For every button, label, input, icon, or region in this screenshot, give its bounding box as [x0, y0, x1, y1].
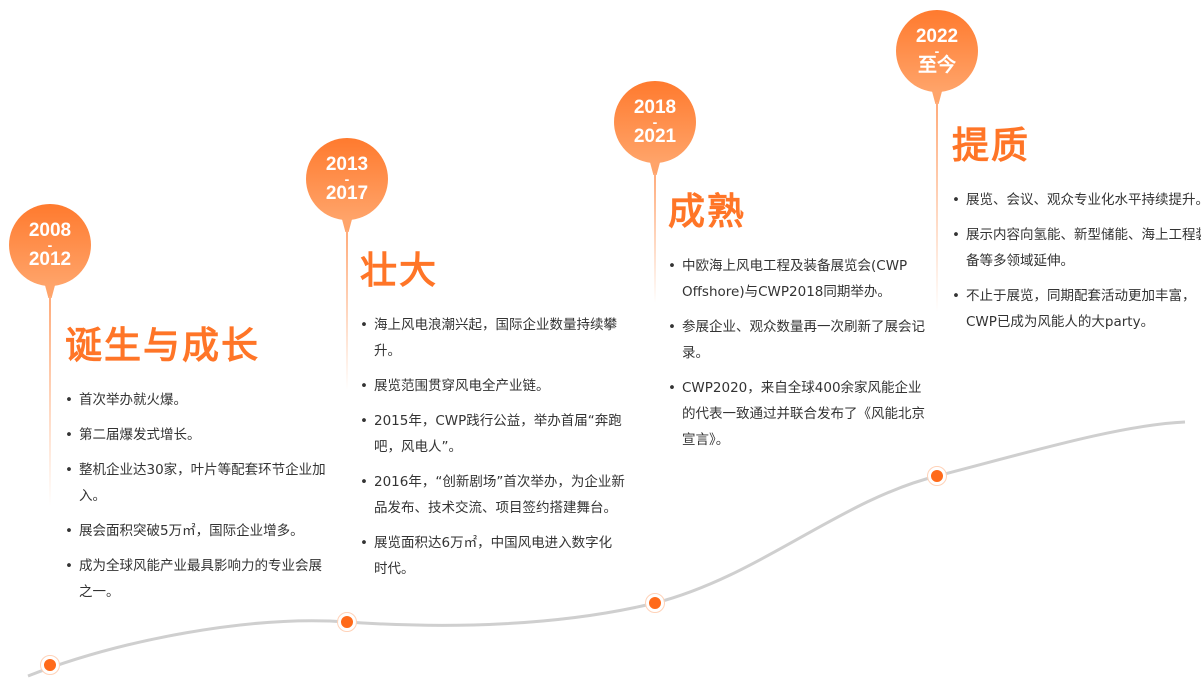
- year-dash: -: [652, 114, 658, 130]
- list-item: 成为全球风能产业最具影响力的专业会展之一。: [65, 553, 330, 605]
- stage-title: 壮大: [360, 249, 438, 292]
- pin-stem: [49, 296, 51, 506]
- year-end: 至今: [917, 55, 956, 76]
- year-end: 2017: [325, 183, 369, 204]
- list-item: 参展企业、观众数量再一次刷新了展会记录。: [668, 314, 933, 366]
- year-dash: -: [47, 237, 53, 253]
- list-item: 展览范围贯穿风电全产业链。: [360, 373, 625, 399]
- year-start: 2018: [633, 97, 677, 118]
- list-item: 展览面积达6万㎡，中国风电进入数字化时代。: [360, 530, 625, 582]
- year-start: 2013: [325, 154, 369, 175]
- pin-stem: [346, 230, 348, 390]
- stage-list: 中欧海上风电工程及装备展览会(CWP Offshore)与CWP2018同期举办…: [668, 253, 933, 453]
- pin-stem: [654, 173, 656, 303]
- stage-column-2: 壮大海上风电浪潮兴起，国际企业数量持续攀升。展览范围贯穿风电全产业链。 2015年…: [360, 240, 625, 591]
- stage-title: 提质: [952, 124, 1030, 167]
- year-pin-3: 2018 - 2021: [614, 81, 696, 303]
- year-badge: 2018 - 2021: [614, 81, 696, 163]
- stage-list: 首次举办就火爆。第二届爆发式增长。整机企业达30家，叶片等配套环节企业加入。展会…: [65, 387, 330, 605]
- list-item: 第二届爆发式增长。: [65, 422, 330, 448]
- stage-column-3: 成熟中欧海上风电工程及装备展览会(CWP Offshore)与CWP2018同期…: [668, 181, 933, 462]
- list-item: 中欧海上风电工程及装备展览会(CWP Offshore)与CWP2018同期举办…: [668, 253, 933, 305]
- stage-column-4: 提质展览、会议、观众专业化水平持续提升。展示内容向氢能、新型储能、海上工程装备等…: [952, 115, 1201, 344]
- year-pin-2: 2013 - 2017: [306, 138, 388, 390]
- year-dash: -: [934, 43, 940, 59]
- list-item: 展示内容向氢能、新型储能、海上工程装备等多领域延伸。: [952, 222, 1201, 274]
- stage-list: 海上风电浪潮兴起，国际企业数量持续攀升。展览范围贯穿风电全产业链。 2015年，C…: [360, 312, 625, 582]
- year-pin-1: 2008 - 2012: [9, 204, 91, 506]
- pin-stem: [936, 102, 938, 312]
- stage-list: 展览、会议、观众专业化水平持续提升。展示内容向氢能、新型储能、海上工程装备等多领…: [952, 187, 1201, 335]
- year-pin-4: 2022 - 至今: [896, 10, 978, 312]
- year-end: 2012: [28, 249, 72, 270]
- year-start: 2008: [28, 220, 72, 241]
- list-item: 展览、会议、观众专业化水平持续提升。: [952, 187, 1201, 213]
- timeline-dot-2018: [646, 594, 664, 612]
- stage-title: 诞生与成长: [65, 324, 260, 367]
- list-item: 2016年，“创新剧场”首次举办，为企业新品发布、技术交流、项目签约搭建舞台。: [360, 469, 625, 521]
- timeline-dot-2013: [338, 613, 356, 631]
- list-item: 海上风电浪潮兴起，国际企业数量持续攀升。: [360, 312, 625, 364]
- list-item: 2015年，CWP践行公益，举办首届“奔跑吧，风电人”。: [360, 408, 625, 460]
- stage-title: 成熟: [668, 190, 746, 233]
- year-start: 2022: [915, 26, 959, 47]
- year-end: 2021: [633, 126, 677, 147]
- list-item: 展会面积突破5万㎡，国际企业增多。: [65, 518, 330, 544]
- year-badge: 2008 - 2012: [9, 204, 91, 286]
- list-item: 首次举办就火爆。: [65, 387, 330, 413]
- timeline-dot-2022: [928, 467, 946, 485]
- year-badge: 2022 - 至今: [896, 10, 978, 92]
- list-item: CWP2020，来自全球400余家风能企业的代表一致通过并联合发布了《风能北京宣…: [668, 375, 933, 453]
- year-dash: -: [344, 171, 350, 187]
- stage-column-1: 诞生与成长首次举办就火爆。第二届爆发式增长。整机企业达30家，叶片等配套环节企业…: [65, 315, 330, 614]
- list-item: 整机企业达30家，叶片等配套环节企业加入。: [65, 457, 330, 509]
- timeline-dot-2008: [41, 656, 59, 674]
- year-badge: 2013 - 2017: [306, 138, 388, 220]
- list-item: 不止于展览，同期配套活动更加丰富，CWP已成为风能人的大party。: [952, 283, 1201, 335]
